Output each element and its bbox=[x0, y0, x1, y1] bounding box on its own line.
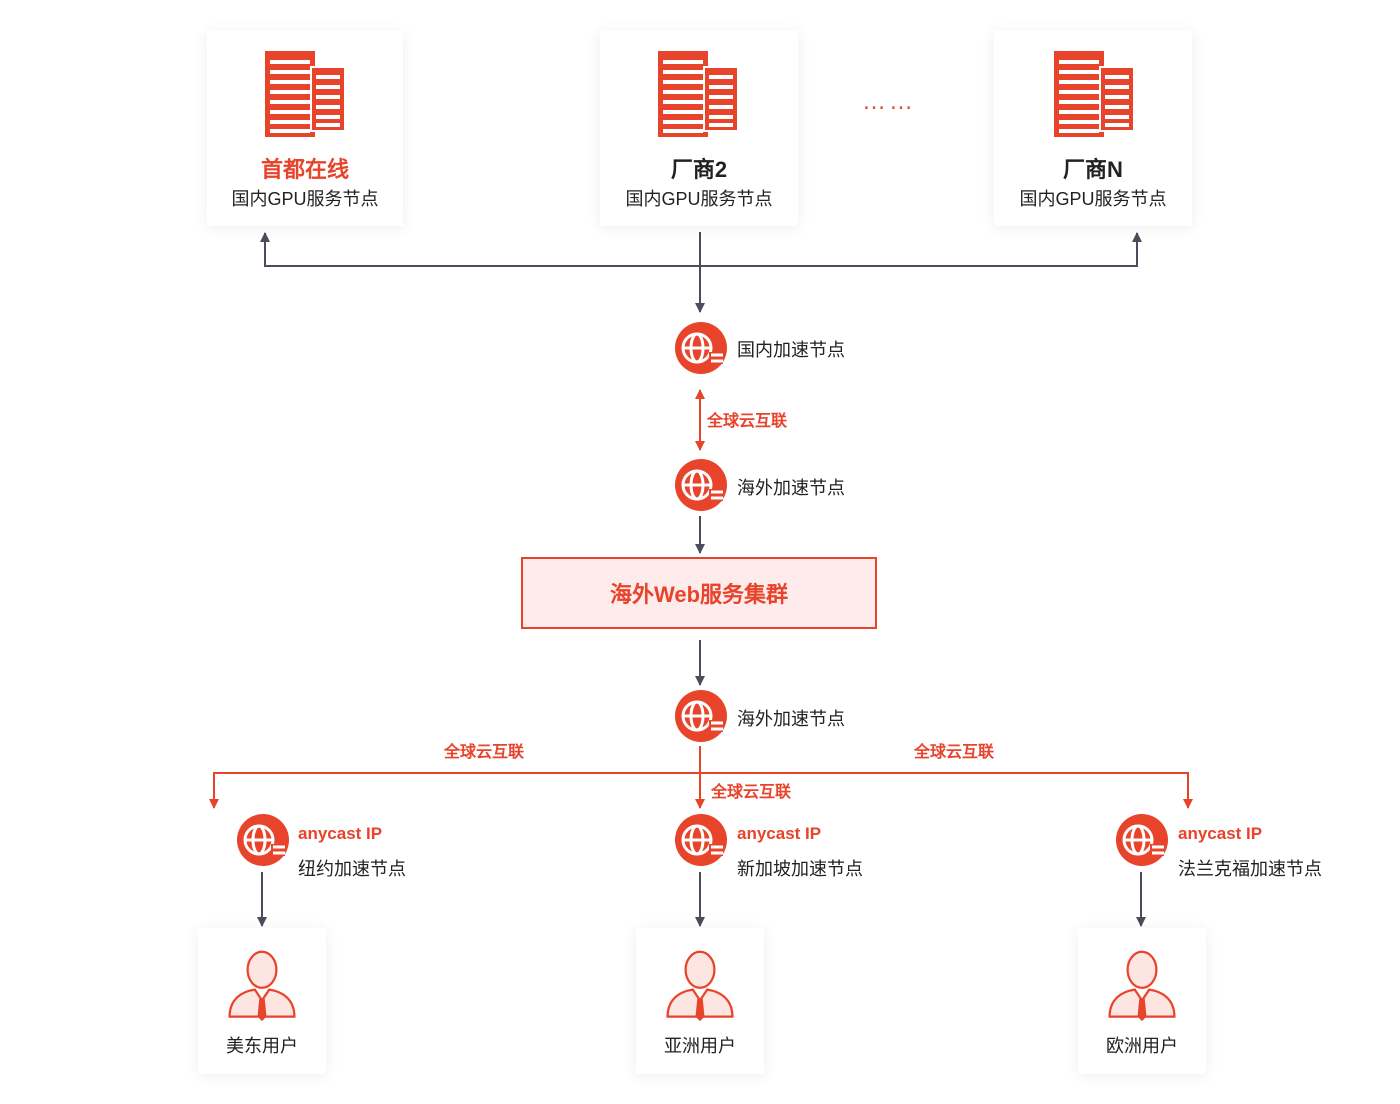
web-cluster-label: 海外Web服务集群 bbox=[609, 582, 789, 607]
overseas-accel-label-2: 海外加速节点 bbox=[737, 709, 845, 729]
edge-node-title: anycast IP bbox=[1178, 824, 1263, 843]
gpu-node-name: 厂商2 bbox=[670, 157, 728, 182]
globe-icon bbox=[673, 320, 729, 376]
connector-to-gpu-1 bbox=[260, 232, 700, 267]
edge-node-title: anycast IP bbox=[298, 824, 383, 843]
server-icon bbox=[658, 51, 739, 138]
global-link-label: 全球云互联 bbox=[707, 413, 788, 430]
edge-node-label: 新加坡加速节点 bbox=[737, 859, 863, 879]
global-link-label-center: 全球云互联 bbox=[711, 784, 792, 801]
gpu-node-name: 首都在线 bbox=[260, 157, 349, 182]
global-link-label-left: 全球云互联 bbox=[444, 744, 525, 761]
server-icon bbox=[1054, 51, 1135, 138]
globe-icon bbox=[673, 457, 729, 513]
user-label: 欧洲用户 bbox=[1106, 1036, 1178, 1056]
gpu-node-subtitle: 国内GPU服务节点 bbox=[1019, 189, 1167, 209]
gpu-node-subtitle: 国内GPU服务节点 bbox=[625, 189, 773, 209]
globe-icon bbox=[673, 688, 729, 744]
connector-to-frankfurt bbox=[700, 772, 1193, 809]
user-icon bbox=[228, 950, 296, 1022]
domestic-accel-label: 国内加速节点 bbox=[737, 340, 845, 360]
globe-icon bbox=[673, 812, 729, 868]
edge-node-label: 法兰克福加速节点 bbox=[1178, 859, 1322, 879]
globe-icon bbox=[235, 812, 291, 868]
user-label: 亚洲用户 bbox=[664, 1036, 736, 1056]
globe-icon bbox=[1114, 812, 1170, 868]
gpu-node-card-1: 首都在线 国内GPU服务节点 bbox=[207, 30, 403, 226]
gpu-node-subtitle: 国内GPU服务节点 bbox=[231, 189, 379, 209]
gpu-node-card-3: 厂商N 国内GPU服务节点 bbox=[994, 30, 1192, 226]
more-nodes-ellipsis: …… bbox=[862, 88, 916, 115]
user-label: 美东用户 bbox=[226, 1036, 298, 1056]
user-card-3: 欧洲用户 bbox=[1078, 928, 1206, 1074]
connector-to-gpu-n bbox=[700, 232, 1142, 267]
web-cluster-box: 海外Web服务集群 bbox=[521, 557, 877, 629]
gpu-node-card-2: 厂商2 国内GPU服务节点 bbox=[600, 30, 798, 226]
edge-node-label: 纽约加速节点 bbox=[298, 859, 406, 879]
gpu-node-name: 厂商N bbox=[1063, 157, 1123, 182]
overseas-accel-label: 海外加速节点 bbox=[737, 478, 845, 498]
user-card-1: 美东用户 bbox=[198, 928, 326, 1074]
server-icon bbox=[265, 51, 346, 138]
user-icon bbox=[1108, 950, 1176, 1022]
user-icon bbox=[666, 950, 734, 1022]
global-link-label-right: 全球云互联 bbox=[914, 744, 995, 761]
connector-to-newyork bbox=[209, 772, 700, 809]
user-card-2: 亚洲用户 bbox=[636, 928, 764, 1074]
edge-node-title: anycast IP bbox=[737, 824, 822, 843]
